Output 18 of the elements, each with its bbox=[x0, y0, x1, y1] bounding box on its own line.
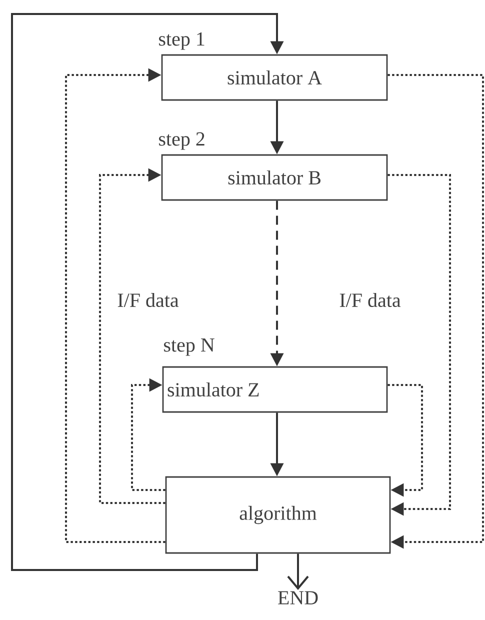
process-box: simulator B bbox=[161, 154, 388, 201]
process-box: algorithm bbox=[165, 476, 391, 554]
step-label: step 2 bbox=[159, 132, 204, 150]
data-arrow bbox=[388, 384, 423, 497]
data-label: I/F data bbox=[338, 292, 402, 308]
end-label: END bbox=[278, 591, 318, 604]
data-arrow bbox=[388, 174, 451, 516]
process-box: simulator A bbox=[161, 54, 388, 101]
step-label: step 1 bbox=[159, 32, 204, 50]
data-label: I/F data bbox=[116, 292, 180, 308]
data-arrow bbox=[388, 74, 484, 549]
arrow bbox=[287, 554, 309, 590]
arrow bbox=[11, 13, 284, 571]
data-arrow bbox=[99, 168, 166, 504]
process-box: simulator Z bbox=[162, 366, 388, 413]
data-arrow bbox=[65, 68, 166, 543]
step-label: step N bbox=[164, 338, 214, 356]
data-arrow bbox=[131, 378, 166, 491]
